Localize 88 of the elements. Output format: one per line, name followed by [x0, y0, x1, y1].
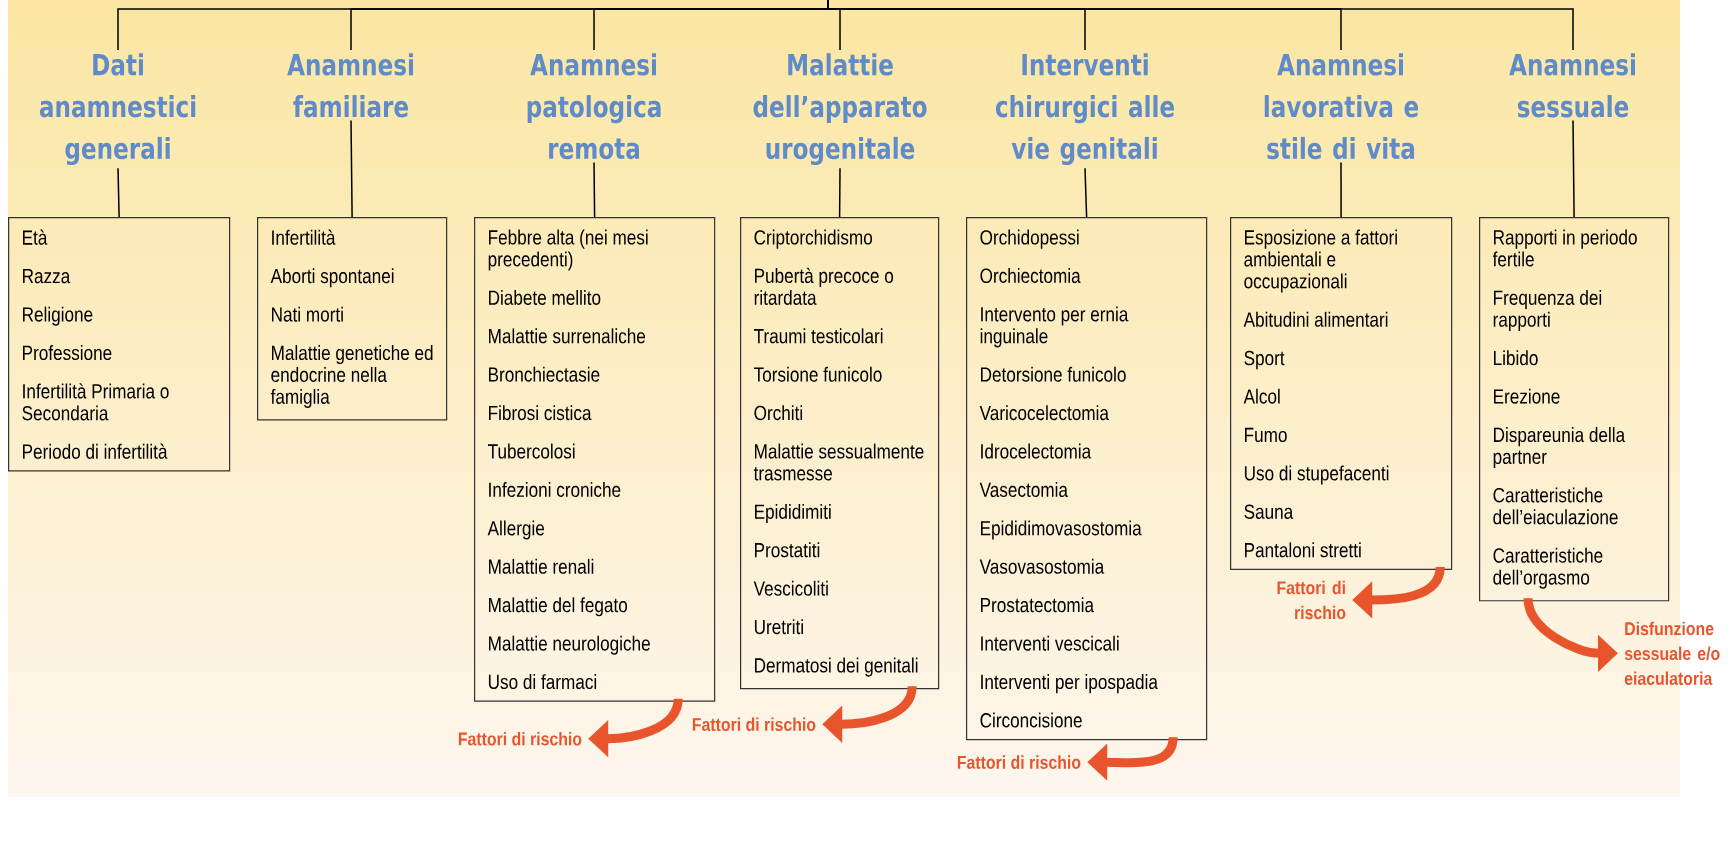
list-item: Aborti spontanei: [270, 268, 394, 288]
list-box: [740, 217, 940, 690]
list-item: Razza: [23, 269, 71, 284]
heading: Anamnesi patologica remota: [527, 53, 661, 160]
list-item: Vasovasostomia: [979, 558, 1105, 574]
list-item: Malattie genetiche ed endocrine nella famiglia: [270, 345, 433, 408]
list-item: Pubertà precoce o ritardata: [754, 267, 894, 305]
list-item: Interventi vescicali: [981, 635, 1119, 651]
list-item: Libido: [1494, 350, 1538, 366]
list-item: Nati morti: [272, 306, 343, 322]
list-item: Malattie del fegato: [489, 597, 628, 617]
list-item: Malattie neurologiche: [489, 635, 650, 655]
list-item: Fumo: [1245, 427, 1287, 443]
list-item: Uso di farmaci: [488, 674, 597, 690]
list-box: [257, 217, 448, 421]
list-item: Periodo di infertilità: [23, 443, 168, 459]
list-box: [1479, 217, 1670, 602]
list-item: Prostatiti: [755, 542, 820, 558]
heading: Anamnesi lavorativa e stile di vita: [1264, 53, 1419, 160]
connector-line: [1340, 161, 1342, 218]
tree-connector: [827, 0, 1574, 51]
list-item: Infezioni croniche: [489, 482, 621, 498]
list-item: Traumi testicolari: [754, 328, 883, 344]
risk-label: Fattori di rischio: [1277, 580, 1346, 620]
risk-label: Fattori di rischio: [957, 755, 1081, 769]
list-item: Vescicoliti: [753, 580, 828, 596]
connector-line: [1084, 167, 1088, 218]
list-item: Idrocelectomia: [981, 443, 1092, 459]
list-item: Dispareunia della partner: [1493, 427, 1626, 469]
list-item: Infertilità Primaria o Secondaria: [22, 383, 169, 421]
list-item: Intervento per ernia inguinale: [980, 306, 1129, 348]
list-item: Malattie sessualmente trasmesse: [753, 443, 924, 481]
list-box: [474, 217, 716, 702]
heading: Anamnesi familiare: [287, 53, 413, 118]
list-item: Sport: [1244, 350, 1285, 370]
list-item: Tubercolosi: [488, 443, 575, 459]
list-item: Diabete mellito: [489, 289, 601, 305]
list-item: Bronchiectasie: [489, 366, 600, 382]
risk-label: Disfunzione sessuale e/o eiaculatoria: [1624, 621, 1720, 685]
list-item: Fibrosi cistica: [489, 405, 592, 421]
list-item: Orchiectomia: [980, 268, 1081, 283]
risk-label: Fattori di rischio: [458, 731, 582, 746]
list-item: Allergie: [487, 520, 545, 540]
list-item: Erezione: [1494, 388, 1560, 404]
list-item: Frequenza dei rapporti: [1493, 289, 1602, 331]
list-item: Interventi per ipospadia: [981, 674, 1158, 694]
list-item: Esposizione a fattori ambientali e occupazionali: [1244, 229, 1397, 293]
list-item: Sauna: [1244, 504, 1294, 519]
heading: Anamnesi sessuale: [1509, 53, 1635, 118]
connector-line: [350, 119, 353, 218]
list-box: [1230, 217, 1453, 570]
list-item: Alcol: [1243, 388, 1280, 404]
list-item: Epididimiti: [755, 503, 831, 523]
heading: Malattie dell’apparato urogenitale: [753, 53, 927, 166]
connector-line: [117, 167, 120, 218]
list-item: Infertilità: [272, 229, 336, 245]
list-item: Varicocelectomia: [979, 405, 1109, 421]
list-item: Caratteristiche dell’eiaculazione: [1493, 487, 1618, 525]
list-item: Uso di stupefacenti: [1244, 465, 1389, 485]
list-item: Malattie renali: [489, 558, 594, 574]
list-item: Torsione funicolo: [754, 366, 882, 382]
list-box: [966, 217, 1208, 741]
list-item: Circoncisione: [980, 712, 1082, 728]
list-item: Professione: [23, 345, 112, 361]
list-item: Dermatosi dei genitali: [755, 657, 918, 677]
list-item: Abitudini alimentari: [1243, 311, 1388, 327]
list-box: [8, 217, 231, 472]
list-item: Uretriti: [754, 619, 803, 635]
list-item: Malattie surrenaliche: [489, 328, 646, 344]
list-item: Religione: [23, 306, 93, 326]
risk-label: Fattori di rischio: [692, 717, 816, 732]
list-item: Epididimovasostomia: [981, 520, 1142, 540]
list-item: Detorsione funicolo: [981, 366, 1126, 382]
connector-line: [593, 161, 596, 218]
list-item: Febbre alta (nei mesi precedenti): [488, 229, 648, 271]
list-item: Pantaloni stretti: [1245, 542, 1361, 558]
list-item: Età: [23, 229, 48, 245]
connector-line: [1572, 119, 1575, 218]
list-item: Orchiti: [754, 405, 802, 421]
connector-line: [838, 167, 841, 218]
list-item: Vasectomia: [979, 482, 1068, 498]
list-item: Rapporti in periodo fertile: [1492, 229, 1637, 267]
heading: Interventi chirurgici alle vie genitali: [995, 53, 1174, 166]
list-item: Criptorchidismo: [754, 229, 873, 249]
list-item: Orchidopessi: [980, 229, 1079, 249]
heading: Dati anamnestici generali: [39, 53, 196, 166]
list-item: Prostatectomia: [981, 597, 1095, 613]
list-item: Caratteristiche dell’orgasmo: [1493, 547, 1603, 589]
